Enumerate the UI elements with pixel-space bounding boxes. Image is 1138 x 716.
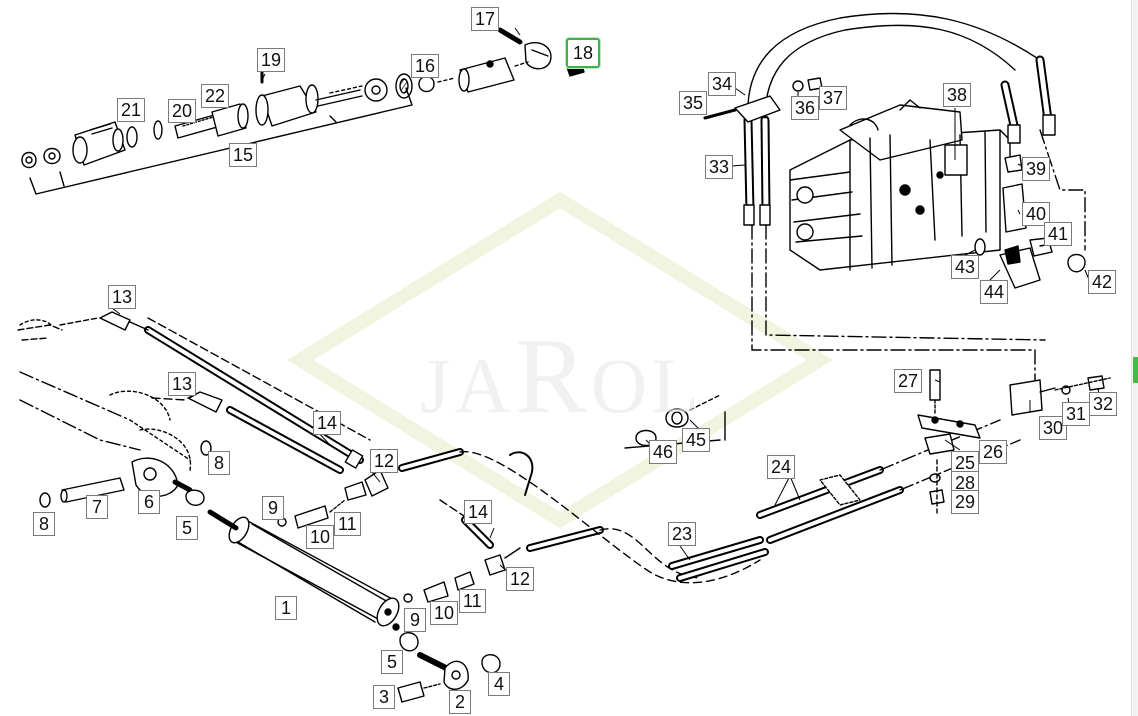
callout-part-45[interactable]: 45 [682, 428, 711, 452]
pipe-route-dashed [459, 451, 761, 584]
watermark-text: JAROL [420, 317, 703, 436]
rod-end-left [39, 440, 212, 508]
valve-assembly-top-left [21, 27, 585, 195]
control-valve-block [789, 99, 1011, 271]
callout-part-41[interactable]: 41 [1044, 222, 1073, 246]
callout-part-9-lower[interactable]: 9 [404, 608, 426, 632]
callout-part-22[interactable]: 22 [201, 84, 230, 108]
callout-part-14-upper[interactable]: 14 [313, 411, 342, 435]
callout-part-35[interactable]: 35 [679, 91, 708, 115]
callout-part-17[interactable]: 17 [471, 7, 500, 31]
callout-part-36[interactable]: 36 [791, 96, 820, 120]
callout-part-32[interactable]: 32 [1089, 392, 1118, 416]
callout-part-11-lower[interactable]: 11 [459, 589, 486, 613]
callout-part-13-upper[interactable]: 13 [108, 285, 137, 309]
callout-part-39[interactable]: 39 [1022, 157, 1051, 181]
callout-part-40[interactable]: 40 [1022, 202, 1051, 226]
fittings-upper [277, 448, 464, 529]
callout-part-10-lower[interactable]: 10 [430, 601, 459, 625]
callout-part-33[interactable]: 33 [705, 155, 734, 179]
callout-part-46[interactable]: 46 [649, 440, 678, 464]
callout-part-31[interactable]: 31 [1062, 402, 1091, 426]
callout-part-11-upper[interactable]: 11 [334, 512, 361, 536]
callout-part-30[interactable]: 30 [1039, 416, 1068, 440]
callout-part-43[interactable]: 43 [951, 255, 980, 279]
watermark-diamond [286, 191, 834, 529]
callout-part-9-upper[interactable]: 9 [262, 496, 284, 520]
callout-part-4[interactable]: 4 [488, 672, 510, 696]
fittings-lower [403, 499, 604, 603]
callout-part-29[interactable]: 29 [951, 490, 980, 514]
callout-part-21[interactable]: 21 [117, 98, 146, 122]
callout-part-18-selected[interactable]: 18 [566, 38, 600, 68]
callout-part-12-lower[interactable]: 12 [506, 567, 535, 591]
hose-13-upper [59, 311, 371, 469]
callout-part-5-upper[interactable]: 5 [176, 516, 198, 540]
hose-23 [668, 536, 769, 582]
callout-part-7[interactable]: 7 [86, 495, 108, 519]
left-dashed-frame [17, 319, 192, 471]
hose-13-lower [151, 391, 344, 474]
callout-part-34[interactable]: 34 [708, 72, 737, 96]
callout-part-14-lower[interactable]: 14 [464, 500, 493, 524]
callout-part-26[interactable]: 26 [979, 440, 1008, 464]
callout-part-38[interactable]: 38 [943, 83, 972, 107]
callout-part-6[interactable]: 6 [138, 490, 160, 514]
scrollbar-marker[interactable] [1133, 357, 1138, 383]
callout-part-1[interactable]: 1 [275, 596, 297, 620]
callout-part-8-upper[interactable]: 8 [208, 451, 230, 475]
hose-33 [743, 12, 1056, 226]
cylinder-1 [207, 509, 400, 631]
callout-part-2[interactable]: 2 [449, 690, 471, 714]
callout-part-24[interactable]: 24 [767, 455, 796, 479]
callout-part-19[interactable]: 19 [257, 48, 286, 72]
callout-part-23[interactable]: 23 [668, 522, 697, 546]
callout-part-5-lower[interactable]: 5 [381, 650, 403, 674]
callout-part-13-lower[interactable]: 13 [168, 372, 197, 396]
callout-part-42[interactable]: 42 [1088, 270, 1117, 294]
return-line-dashdot [751, 224, 1036, 381]
fittings-45-46 [624, 394, 726, 449]
callout-part-12-upper[interactable]: 12 [370, 449, 399, 473]
callout-part-15[interactable]: 15 [229, 143, 258, 167]
fittings-39-44 [703, 77, 1086, 289]
callout-part-37[interactable]: 37 [819, 86, 848, 110]
callout-part-44[interactable]: 44 [980, 280, 1009, 304]
clamp-assembly-25 [917, 369, 1111, 516]
callout-part-3[interactable]: 3 [373, 685, 395, 709]
callout-part-16[interactable]: 16 [411, 54, 440, 78]
callout-part-27[interactable]: 27 [894, 369, 923, 393]
callout-part-8-left[interactable]: 8 [33, 512, 55, 536]
rod-end-bottom [397, 632, 501, 703]
hose-24 [756, 419, 1021, 544]
callout-part-20[interactable]: 20 [168, 99, 197, 123]
callout-part-10-upper[interactable]: 10 [306, 525, 335, 549]
